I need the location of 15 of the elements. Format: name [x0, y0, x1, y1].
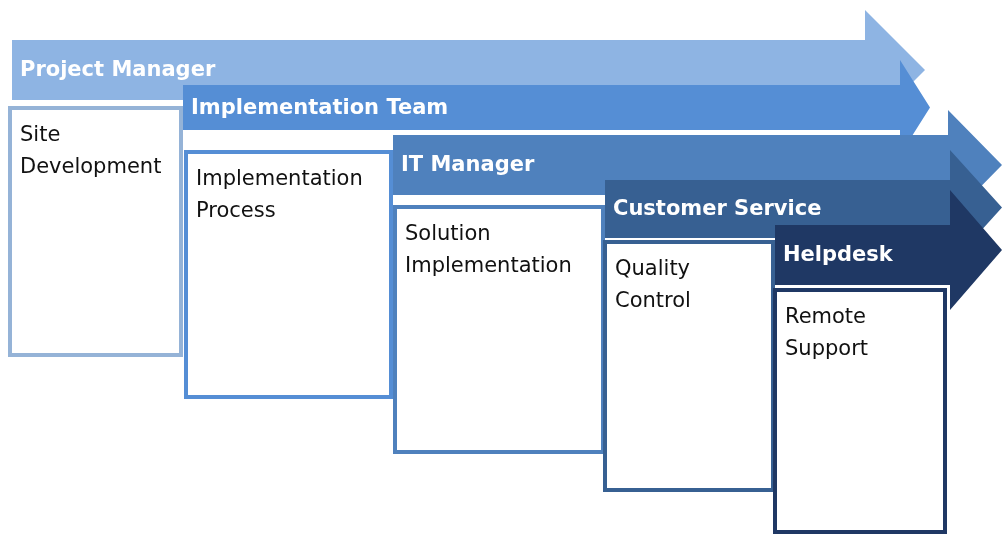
stage-box: [773, 288, 947, 534]
stage-text: Remote Support: [785, 303, 869, 362]
stage-text: Site Development: [20, 121, 163, 180]
stage-heading: Project Manager: [20, 57, 216, 81]
stage-heading: Implementation Team: [191, 94, 449, 119]
stage-text: Quality Control: [615, 255, 692, 314]
stage-box: [184, 150, 393, 399]
stage-text: Solution Implementation: [405, 220, 573, 279]
stage-text: Implementation Process: [196, 165, 364, 224]
stage-heading: Customer Service: [613, 196, 822, 220]
stage-heading: IT Manager: [401, 152, 535, 176]
stage-heading: Helpdesk: [783, 242, 893, 266]
stage-box: [393, 205, 605, 454]
stage-box: [603, 240, 775, 492]
stage-box: [8, 106, 183, 357]
